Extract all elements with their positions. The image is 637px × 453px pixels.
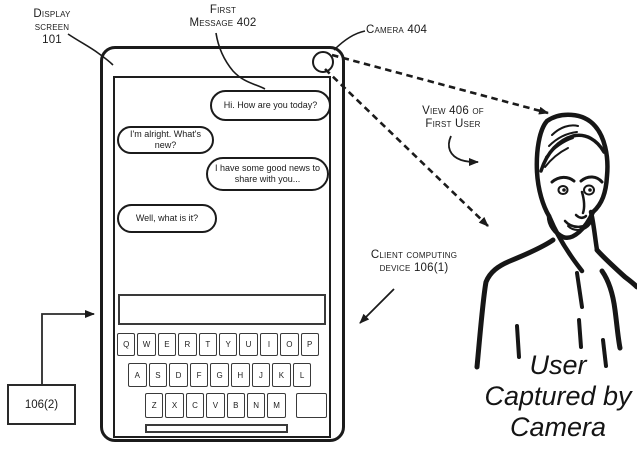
user-captured-caption: User Captured by Camera: [484, 350, 632, 442]
chat-bubble-outgoing: Hi. How are you today?: [210, 90, 331, 121]
client-device-arrow: [359, 288, 395, 324]
key-p: P: [300, 333, 319, 356]
key-space: [145, 424, 288, 433]
key-w: W: [137, 333, 156, 356]
key-u: U: [239, 333, 258, 356]
key-l: L: [292, 363, 312, 387]
key-d: D: [169, 363, 188, 387]
key-q: Q: [117, 333, 136, 356]
label-client-device: Client computing device 106(1): [370, 249, 458, 274]
key-m: M: [267, 393, 286, 418]
key-v: V: [206, 393, 225, 418]
key-o: O: [280, 333, 299, 356]
key-y: Y: [218, 333, 238, 356]
key-s: S: [148, 363, 168, 387]
key-r: R: [178, 333, 197, 356]
key-h: H: [230, 363, 250, 387]
ref-box-connector: [41, 310, 95, 384]
leader-camera: [333, 30, 366, 51]
key-t: T: [198, 333, 217, 356]
key-x: X: [165, 393, 184, 418]
key-z: Z: [145, 393, 164, 418]
label-view-406: View 406 of First User: [422, 105, 484, 130]
label-camera: Camera 404: [366, 24, 428, 36]
key-j: J: [251, 363, 271, 387]
key-g: G: [210, 363, 229, 387]
key-i: I: [259, 333, 279, 356]
key-b: B: [226, 393, 245, 418]
chat-bubble-incoming: Well, what is it?: [117, 204, 217, 233]
user-sketch: [474, 112, 637, 370]
key-c: C: [185, 393, 205, 418]
key-n: N: [246, 393, 266, 418]
keyboard-row-3: Z X C V B N M: [145, 393, 286, 418]
keyboard-row-2: A S D F G H J K L: [128, 363, 312, 387]
camera-icon: [312, 51, 334, 73]
label-first-message: First Message 402: [189, 4, 257, 29]
chat-bubble-outgoing: I have some good news to share with you.…: [206, 157, 329, 191]
camera-view-dashed-line-lower: [324, 68, 489, 227]
key-k: K: [272, 363, 291, 387]
key-a: A: [128, 363, 147, 387]
ref-box-106-2: 106(2): [7, 384, 76, 425]
key-f: F: [189, 363, 209, 387]
key-e: E: [157, 333, 177, 356]
label-display-screen: Display screen 101: [33, 8, 71, 46]
keyboard-row-1: Q W E R T Y U I O P: [117, 333, 319, 356]
key-blank: [296, 393, 327, 418]
chat-bubble-incoming: I'm alright. What's new?: [117, 126, 214, 154]
view-label-arrow: [448, 135, 479, 166]
message-input-field: [118, 294, 326, 325]
